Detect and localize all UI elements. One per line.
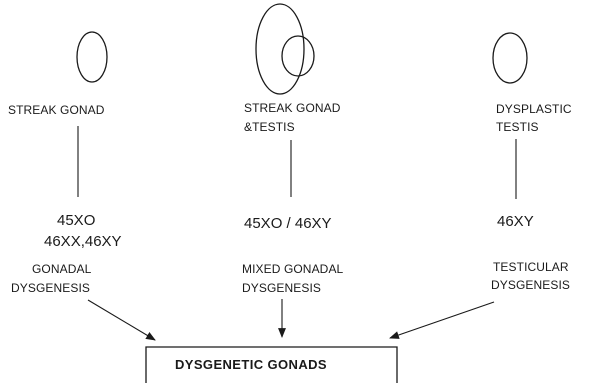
col1-karyotype-2: 46XX,46XY [44,233,122,250]
col2-gonad-label-1: STREAK GONAD [244,101,341,115]
streak-gonad-shape [77,32,107,82]
col3-condition-1: TESTICULAR [493,260,569,274]
col1-arrow [88,300,155,340]
col1-condition-1: GONADAL [32,262,92,276]
col3-gonad-label-2: TESTIS [496,120,539,134]
col2-condition-1: MIXED GONADAL [242,262,344,276]
col1-gonad-label: STREAK GONAD [8,103,105,117]
dysgenetic-gonads-label: DYSGENETIC GONADS [175,357,327,372]
col2-condition-2: DYSGENESIS [242,281,321,295]
streak-gonad-outer-shape [256,4,304,94]
col3-condition-2: DYSGENESIS [491,278,570,292]
col3-gonad-label-1: DYSPLASTIC [496,102,572,116]
col2-karyotype: 45XO / 46XY [244,215,332,232]
col1-condition-2: DYSGENESIS [11,281,90,295]
dysplastic-testis-shape [493,33,527,83]
col3-karyotype: 46XY [497,213,534,230]
testis-inner-shape [282,36,314,76]
col3-arrow [390,302,494,338]
col1-karyotype-1: 45XO [57,212,95,229]
col2-gonad-label-2: &TESTIS [244,120,295,134]
